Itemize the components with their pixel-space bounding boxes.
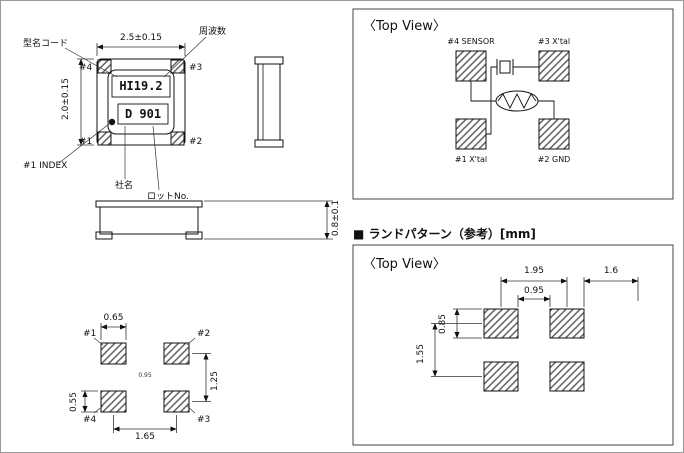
package-side-view-drawing (254, 56, 284, 148)
marking-line2-box (117, 103, 169, 125)
circuit-pad-2-label: #2 GND (537, 155, 571, 164)
land-pattern-drawing (352, 244, 674, 446)
marking-area-outline (107, 69, 175, 135)
dim-land-pitch-x: 1.95 (523, 266, 545, 276)
circuit-pad-3 (538, 50, 570, 82)
land-pattern-header: ■ ランドパターン（参考）[mm] (353, 227, 536, 241)
dim-package-width: 2.5±0.15 (120, 33, 162, 43)
corner-terminal-4 (97, 59, 112, 74)
bottom-pin-4-label: #4 (83, 415, 97, 425)
corner-terminal-2 (170, 131, 185, 146)
bottom-pin-1-label: #1 (83, 329, 97, 339)
circuit-pad-4 (455, 50, 487, 82)
bottom-pad-4 (100, 390, 127, 413)
marking-company-lot: D 901 (124, 107, 162, 121)
dim-pad-width: 0.65 (103, 313, 124, 323)
package-pin-3-label: #3 (189, 63, 203, 73)
pin1-index-dot (108, 118, 116, 126)
callout-company-name: 社名 (115, 181, 134, 191)
package-pin-4-label: #4 (79, 63, 93, 73)
circuit-pad-4-label: #4 SENSOR (447, 37, 495, 46)
bottom-pad-label-ticks (93, 337, 196, 414)
package-top-view-drawing (58, 36, 207, 191)
dim-land-right: 1.6 (603, 266, 619, 276)
profile-dimension-lines (204, 200, 333, 240)
land-pad-bl (483, 361, 519, 392)
land-pad-tl (483, 308, 519, 339)
land-dimension-lines (431, 277, 639, 377)
internal-connection-drawing (352, 8, 674, 200)
dim-package-height: 2.0±0.15 (61, 78, 71, 120)
corner-terminal-1 (97, 131, 112, 146)
bottom-pin-3-label: #3 (197, 415, 211, 425)
bottom-dimension-lines (81, 323, 211, 433)
bottom-pad-3 (163, 390, 190, 413)
package-dimension-lines (77, 43, 186, 146)
callout-lot-number: ロットNo. (147, 192, 189, 202)
bottom-pad-2 (163, 342, 190, 365)
land-pad-br (549, 361, 585, 392)
dim-land-pad-height: 0.85 (438, 313, 448, 335)
dim-land-pitch-y: 1.55 (416, 343, 426, 365)
bottom-pin-2-label: #2 (197, 329, 211, 339)
callout-leader-lines (58, 36, 207, 191)
callout-model-code: 型名コード (23, 39, 69, 49)
dim-pad-height: 0.55 (69, 391, 79, 413)
circuit-pad-2 (538, 118, 570, 150)
bottom-pad-1 (100, 342, 127, 365)
circuit-pad-1 (455, 118, 487, 150)
circuit-view-frame (352, 8, 674, 200)
bottom-center-note: 0.95 (138, 372, 152, 379)
land-pad-tr (549, 308, 585, 339)
bottom-pad-layout-drawing (81, 323, 211, 433)
marking-model-frequency: HI19.2 (119, 79, 163, 93)
marking-line1-box (111, 75, 171, 98)
land-pattern-frame (352, 244, 674, 446)
circuit-pad-3-label: #3 X'tal (537, 37, 571, 46)
circuit-pad-1-label: #1 X'tal (454, 155, 488, 164)
dim-land-inner-x: 0.95 (523, 286, 545, 296)
package-pin-1-label: #1 (79, 137, 93, 147)
package-outline (96, 58, 186, 146)
callout-pin1-index: #1 INDEX (23, 161, 68, 171)
crystal-symbol (486, 59, 539, 135)
dim-pad-pitch-y: 1.25 (210, 370, 220, 392)
dim-pad-pitch-x: 1.65 (134, 432, 156, 442)
circuit-view-title: 〈Top View〉 (363, 19, 446, 34)
package-profile-drawing (95, 200, 333, 240)
corner-terminal-3 (170, 59, 185, 74)
sensor-resistor-symbol (470, 81, 555, 119)
package-pin-2-label: #2 (189, 137, 203, 147)
callout-frequency: 周波数 (199, 27, 227, 37)
land-pattern-title: 〈Top View〉 (363, 257, 446, 272)
dim-package-thickness: 0.8±0.1 (331, 199, 341, 237)
